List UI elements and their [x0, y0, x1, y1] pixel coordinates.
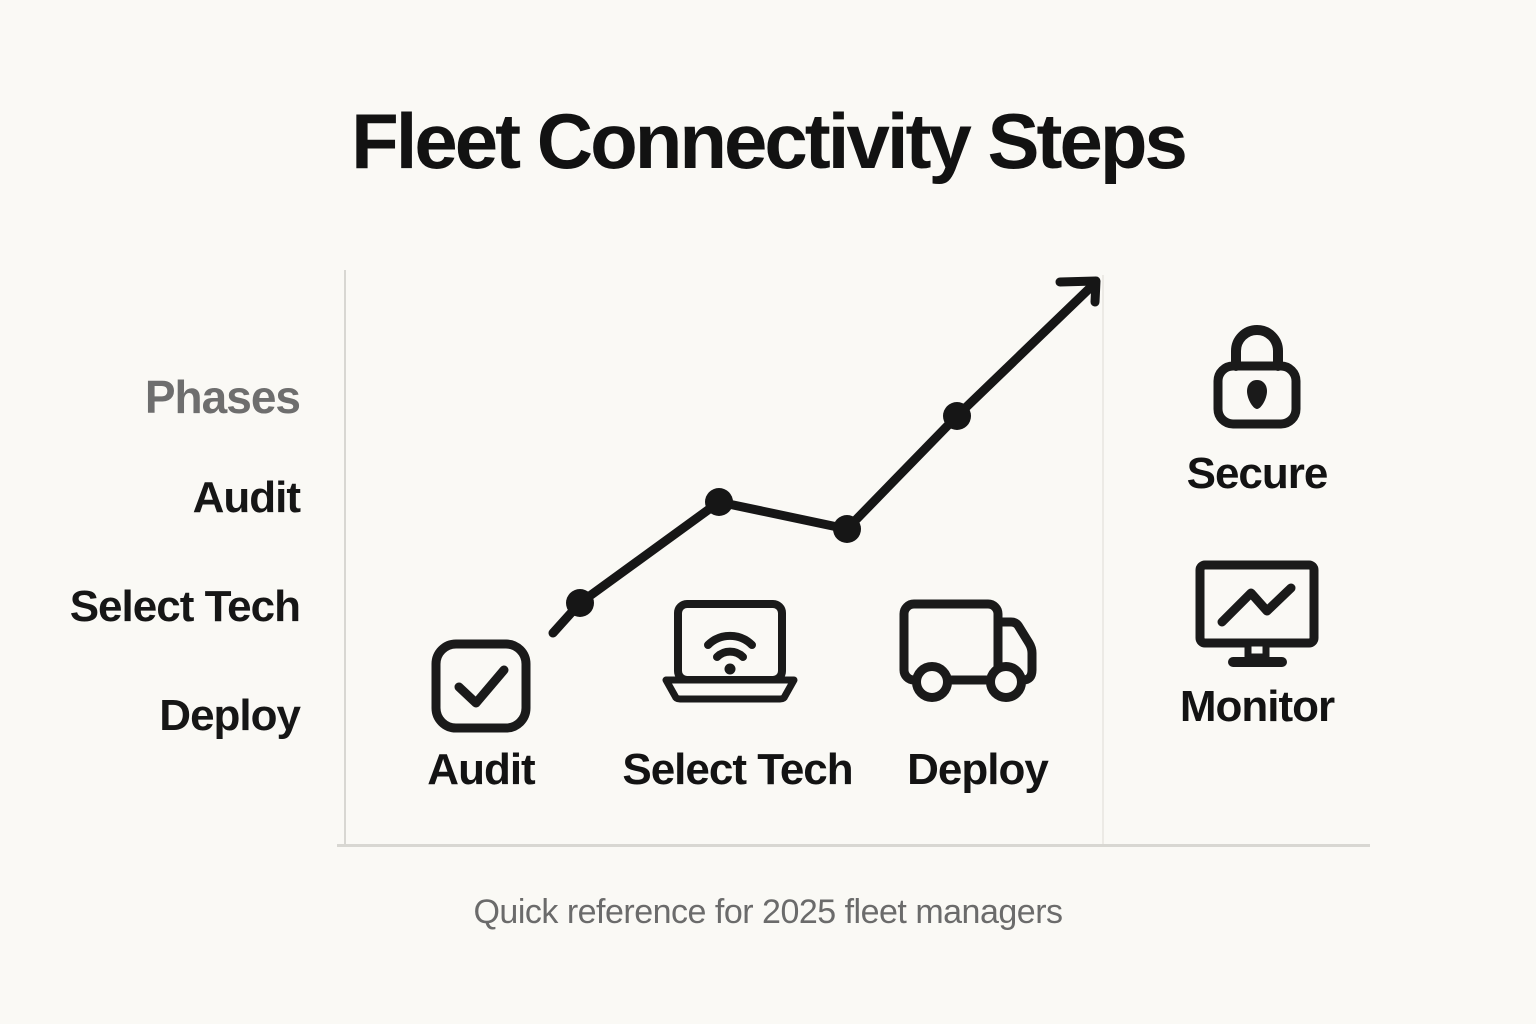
side-label-monitor: Monitor	[1179, 682, 1335, 731]
laptop-wifi-icon	[662, 600, 798, 703]
truck-icon	[899, 599, 1037, 702]
y-axis-label-deploy: Deploy	[159, 691, 301, 740]
caption: Quick reference for 2025 fleet managers	[473, 893, 1063, 931]
lock-icon	[1213, 325, 1301, 429]
y-axis-title: Phases	[144, 371, 301, 423]
step-label-select-tech: Select Tech	[622, 745, 853, 794]
step-label-deploy: Deploy	[907, 745, 1049, 794]
monitor-chart-icon	[1195, 560, 1319, 667]
checkbox-check-icon	[431, 639, 531, 733]
y-axis-label-audit: Audit	[192, 473, 301, 522]
y-axis-line	[344, 270, 346, 846]
page-title: Fleet Connectivity Steps	[351, 97, 1188, 185]
y-axis-label-select-tech: Select Tech	[69, 582, 301, 631]
side-label-secure: Secure	[1186, 449, 1329, 498]
step-label-audit: Audit	[427, 745, 535, 794]
chart-right-divider	[1102, 275, 1104, 844]
x-axis-line	[337, 844, 1370, 847]
